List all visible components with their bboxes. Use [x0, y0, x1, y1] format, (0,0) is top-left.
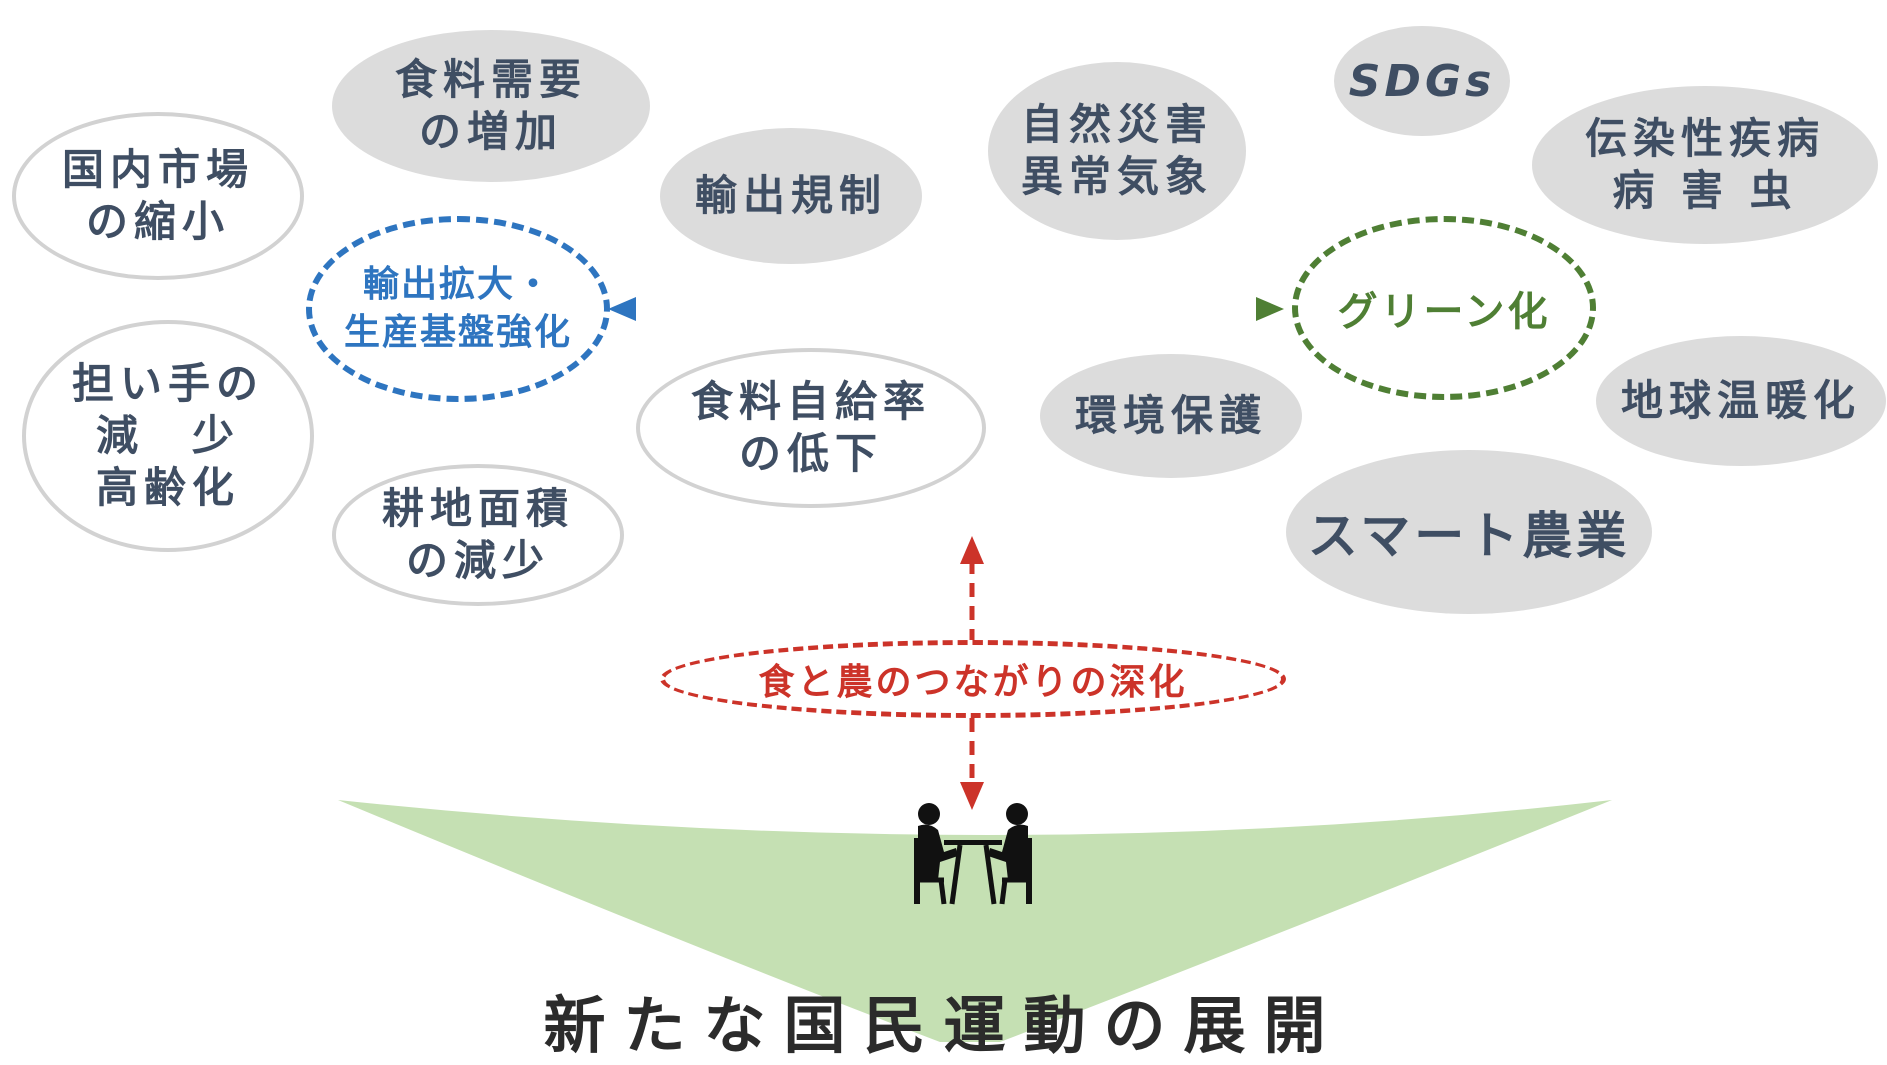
concern-disease: 伝染性疾病 病 害 虫 — [1532, 86, 1878, 244]
concern-domestic-market: 国内市場 の縮小 — [12, 112, 304, 280]
concern-smart-agri: スマート農業 — [1286, 450, 1652, 614]
concern-farmland: 耕地面積 の減少 — [332, 464, 624, 606]
base-bowl-shape — [338, 800, 1612, 1042]
concern-workers: 担い手の 減 少 高齢化 — [22, 320, 314, 552]
arrow-head-right — [1256, 297, 1284, 321]
concern-export-regulation: 輸出規制 — [660, 128, 922, 264]
arrow-head-down — [960, 782, 984, 810]
arrow-head-up — [960, 536, 984, 564]
concern-sdgs: SDGs — [1334, 26, 1510, 136]
concern-self-sufficiency: 食料自給率 の低下 — [636, 348, 986, 508]
diagram-graphics — [338, 297, 1612, 1042]
concern-environment: 環境保護 — [1040, 354, 1302, 478]
concern-disaster: 自然災害 異常気象 — [988, 62, 1246, 240]
goal-food-agri-connection: 食と農のつながりの深化 — [660, 640, 1286, 718]
concern-global-warming: 地球温暖化 — [1596, 336, 1886, 466]
arrow-head-left — [608, 297, 636, 321]
goal-green: グリーン化 — [1292, 216, 1596, 400]
national-movement-title: 新たな国民運動の展開 — [543, 989, 1344, 1062]
people-at-table-icon — [914, 803, 1032, 905]
goal-export-expansion: 輸出拡大・ 生産基盤強化 — [306, 216, 610, 402]
concern-food-demand: 食料需要 の増加 — [332, 30, 650, 182]
